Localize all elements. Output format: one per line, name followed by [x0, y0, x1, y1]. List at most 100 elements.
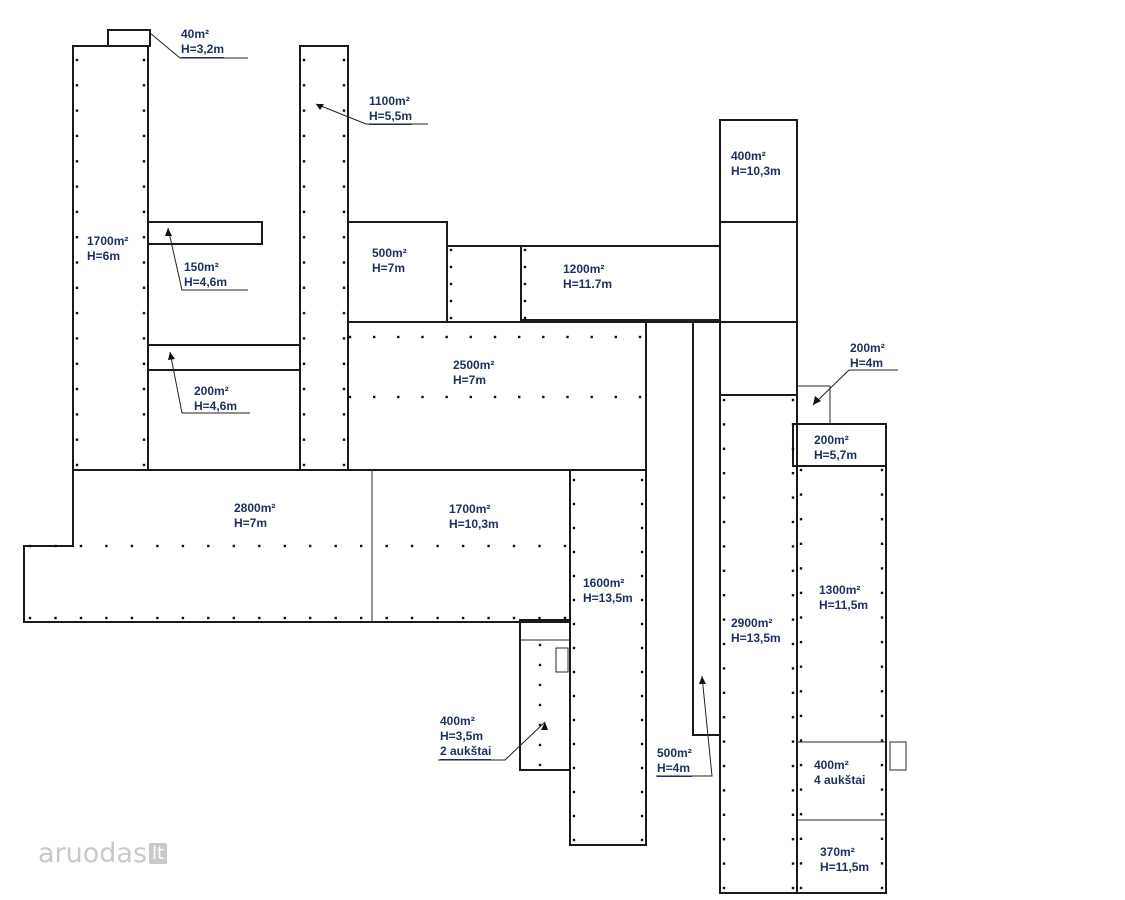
- column-dot: [799, 493, 803, 496]
- column-dot: [142, 463, 146, 467]
- column-dot: [791, 886, 795, 890]
- column-dot: [360, 544, 363, 548]
- column-dot: [436, 616, 439, 620]
- column-dot: [880, 837, 884, 840]
- column-dot: [436, 544, 439, 548]
- column-dot: [75, 134, 79, 138]
- column-dot: [75, 311, 79, 315]
- column-dot: [397, 395, 400, 399]
- column-dot: [142, 185, 146, 188]
- column-dot: [542, 395, 545, 399]
- column-dot: [791, 545, 795, 548]
- column-dot: [130, 544, 134, 548]
- column-dot: [523, 282, 527, 286]
- column-dot: [799, 567, 803, 570]
- column-dot: [342, 286, 346, 289]
- column-dot: [799, 739, 803, 742]
- column-dot: [342, 337, 346, 340]
- column-dot: [258, 544, 261, 548]
- column-dot: [75, 463, 79, 467]
- column-dot: [181, 616, 185, 620]
- column-dot: [302, 210, 306, 214]
- column-dot: [722, 472, 726, 475]
- column-dot: [791, 642, 795, 646]
- column-dot: [342, 160, 346, 163]
- column-dot: [799, 616, 803, 619]
- column-dot: [142, 160, 146, 163]
- column-dot: [880, 862, 884, 865]
- column-dot: [722, 447, 726, 450]
- column-dot: [799, 640, 803, 644]
- column-dot: [880, 616, 884, 619]
- column-dot: [880, 518, 884, 521]
- column-dot: [385, 544, 388, 548]
- column-dot: [512, 616, 516, 620]
- column-dot: [75, 109, 79, 112]
- column-dot: [302, 58, 306, 62]
- column-dot: [523, 299, 527, 303]
- column-dot: [493, 335, 497, 339]
- column-dot: [791, 667, 795, 670]
- column-dot: [342, 236, 346, 239]
- column-dot: [342, 210, 346, 214]
- column-dot: [523, 265, 527, 269]
- column-dot: [348, 335, 352, 339]
- column-dot: [493, 395, 497, 399]
- column-dot: [302, 438, 306, 441]
- column-dot: [342, 134, 346, 138]
- column-dot: [54, 544, 57, 548]
- column-dot: [640, 502, 644, 506]
- arrow-heads: [165, 104, 821, 730]
- column-dot: [75, 286, 79, 289]
- column-dot: [791, 472, 795, 475]
- column-dot: [523, 316, 527, 320]
- column-markers: [28, 58, 884, 890]
- column-dot: [722, 618, 726, 621]
- column-dot: [572, 766, 576, 770]
- column-dot: [722, 496, 726, 499]
- column-dot: [142, 210, 146, 214]
- column-dot: [283, 616, 286, 620]
- column-dot: [232, 544, 235, 548]
- column-dot: [572, 694, 576, 698]
- column-dot: [342, 438, 346, 441]
- column-dot: [469, 335, 472, 339]
- column-dot: [722, 569, 726, 572]
- column-dot: [799, 837, 803, 840]
- column-dot: [342, 185, 346, 188]
- column-dot: [142, 58, 146, 62]
- column-dot: [640, 766, 644, 770]
- column-dot: [572, 526, 576, 530]
- column-dot: [302, 463, 306, 467]
- column-dot: [614, 335, 617, 339]
- column-dot: [638, 395, 642, 399]
- column-dot: [142, 387, 146, 391]
- column-dot: [791, 740, 795, 743]
- column-dot: [722, 545, 726, 548]
- column-dot: [75, 362, 79, 365]
- column-dot: [302, 261, 306, 264]
- column-dot: [566, 335, 569, 339]
- column-dot: [572, 478, 576, 482]
- column-dot: [445, 335, 448, 339]
- column-dot: [722, 716, 726, 719]
- column-dot: [75, 58, 79, 62]
- column-dot: [799, 714, 803, 718]
- column-dot: [410, 544, 414, 548]
- column-dot: [342, 109, 346, 112]
- column-dot: [722, 862, 726, 865]
- column-dot: [614, 395, 617, 399]
- column-dot: [572, 814, 576, 818]
- column-dot: [799, 763, 803, 767]
- column-dot: [791, 716, 795, 719]
- column-dot: [880, 739, 884, 742]
- column-dot: [309, 616, 312, 620]
- column-dot: [880, 468, 884, 472]
- column-dot: [142, 311, 146, 315]
- column-dot: [640, 742, 644, 746]
- column-dot: [572, 670, 576, 674]
